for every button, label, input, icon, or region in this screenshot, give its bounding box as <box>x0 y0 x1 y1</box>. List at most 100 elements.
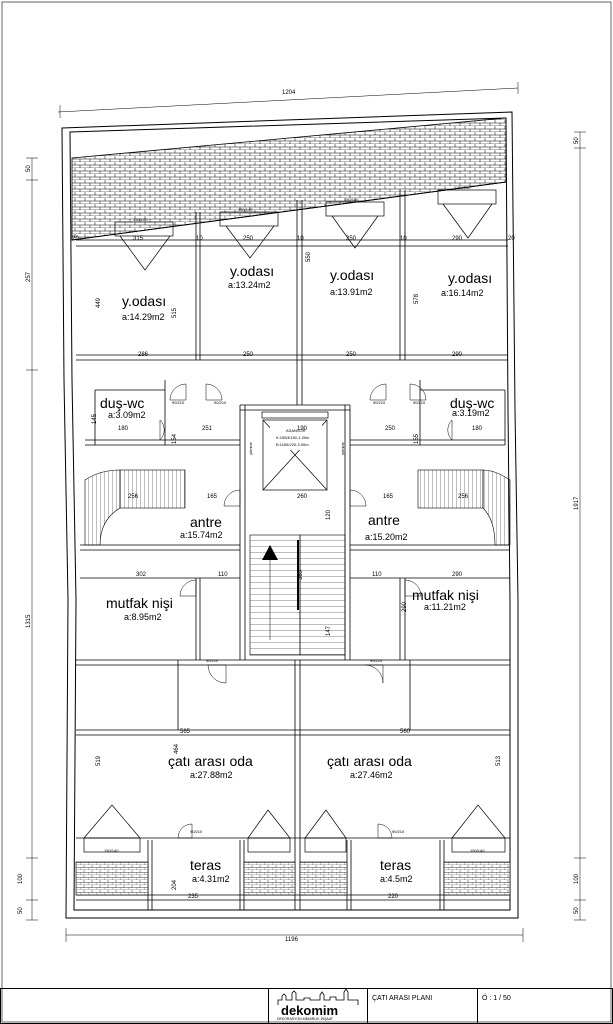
room-area: a:15.20m2 <box>365 532 408 542</box>
dim-label: 369 <box>298 569 304 580</box>
dim-label: 578 <box>414 293 420 304</box>
door-label: 90/210 <box>206 658 219 663</box>
dim-label: 145 <box>92 413 98 424</box>
dormer-windows-top <box>114 189 497 271</box>
logo-subtitle: DEKORASYON MİMARLIK İNŞAAT <box>277 1017 333 1021</box>
dim-label: 180 <box>118 426 129 432</box>
title-block: dekomim DEKORASYON MİMARLIK İNŞAAT ÇATI … <box>0 988 613 1024</box>
room-area: a:4.5m2 <box>380 874 413 884</box>
dim-label: 464 <box>174 743 180 754</box>
shaft-label-right: şömine <box>340 441 345 455</box>
title-block-title-cell: ÇATI ARASI PLANI <box>368 988 478 1024</box>
balcony-brick-mid-left <box>243 861 296 896</box>
room-area: a:15.74m2 <box>180 530 223 540</box>
dim-label: 190 <box>297 426 308 432</box>
dim-label: 250 <box>243 236 254 242</box>
door-label: 90/210 <box>172 400 185 405</box>
scale-label: Ö : 1 / 50 <box>482 995 511 1002</box>
dim-label: 120 <box>326 509 332 520</box>
title-block-left <box>0 988 268 1024</box>
room-name: y.odası <box>230 263 274 279</box>
dim-left-bottom-a: 100 <box>18 873 24 884</box>
dim-label: 10 <box>297 236 304 242</box>
dim-label: 10 <box>400 236 407 242</box>
door-label: 90/210 <box>370 658 383 663</box>
elevator-label-1: ASANSÖR <box>286 428 306 433</box>
room-name: çatı arası oda <box>327 753 412 769</box>
dim-label: 20 <box>72 236 79 242</box>
window-label: 150/140 <box>104 848 119 853</box>
dim-label: 155 <box>414 433 420 444</box>
dim-label: 290 <box>402 601 408 612</box>
room-name: duş-wc <box>450 395 494 411</box>
room-labels: y.odası a:14.29m2 y.odası a:13.24m2 y.od… <box>100 263 494 884</box>
room-name: mutfak nişi <box>412 587 479 603</box>
dim-label: 180 <box>472 426 483 432</box>
central-staircase <box>249 534 346 656</box>
room-name: çatı arası oda <box>168 753 253 769</box>
room-area: a:27.88m2 <box>190 770 233 780</box>
dim-label: 290 <box>452 572 463 578</box>
dim-label: 256 <box>128 494 139 500</box>
dim-label: 550 <box>306 251 312 262</box>
room-name: y.odası <box>122 293 166 309</box>
dim-label: 165 <box>383 494 394 500</box>
room-area: a:13.91m2 <box>330 287 373 297</box>
elevator-label-3: B:1165/220-3.00m <box>276 442 309 447</box>
dim-label: 250 <box>346 236 357 242</box>
outer-walls <box>61 111 519 919</box>
left-stair <box>84 469 186 546</box>
dim-label: 519 <box>96 755 102 766</box>
dim-label: 110 <box>372 572 382 578</box>
door-label: 90/210 <box>214 400 227 405</box>
skyline-logo-icon <box>277 989 359 1005</box>
room-name: antre <box>190 514 222 530</box>
dim-label: 315 <box>133 236 144 242</box>
room-area: a:3.09m2 <box>108 410 146 420</box>
dim-label: 250 <box>385 426 396 432</box>
room-area: a:16.14m2 <box>441 288 484 298</box>
title-block-logo-cell: dekomim DEKORASYON MİMARLIK İNŞAAT <box>268 988 368 1024</box>
dim-label: 302 <box>136 572 147 578</box>
room-name: y.odası <box>330 267 374 283</box>
balcony-brick-left <box>75 861 149 896</box>
door-label: 90/210 <box>392 829 405 834</box>
dim-label: 10 <box>196 236 203 242</box>
dormer-windows-bottom <box>83 804 506 853</box>
room-area: a:13.24m2 <box>228 280 271 290</box>
dim-label: 260 <box>297 494 308 500</box>
balcony-brick-mid-right <box>299 861 348 896</box>
dim-label: 154 <box>172 433 178 444</box>
dim-label: 290 <box>452 236 463 242</box>
roof-tiles-edge <box>71 181 507 241</box>
inner-walls <box>76 190 510 910</box>
title-block-scale-cell: Ö : 1 / 50 <box>478 988 613 1024</box>
dim-label: 256 <box>458 494 469 500</box>
dim-label: 204 <box>172 879 178 890</box>
dimension-lines <box>26 82 586 942</box>
dim-label: 165 <box>207 494 218 500</box>
room-area: a:27.46m2 <box>350 770 393 780</box>
dim-label: 250 <box>346 352 357 358</box>
room-area: a:11.21m2 <box>424 602 466 612</box>
dim-label: 251 <box>202 426 213 432</box>
dim-label: 110 <box>218 572 228 578</box>
dim-label: 565 <box>180 729 191 735</box>
dim-left-upper: 257 <box>26 271 32 282</box>
room-name: antre <box>368 512 400 528</box>
dim-label: 449 <box>96 297 102 308</box>
room-name: mutfak nişi <box>106 595 173 611</box>
elevator-label-2: K:155/K150-1.20m <box>276 435 310 440</box>
dim-label: 20 <box>508 236 515 242</box>
shaft-label-left: şömine <box>248 441 253 455</box>
dim-label: 220 <box>388 894 399 900</box>
dim-bottom: 1196 <box>285 937 299 943</box>
dim-left-bottom-b: 50 <box>18 907 24 914</box>
room-name: duş-wc <box>100 395 144 411</box>
right-stair <box>417 469 511 546</box>
dim-label: 290 <box>452 352 463 358</box>
room-area: a:14.29m2 <box>122 312 165 322</box>
dim-left: 1315 <box>26 614 32 628</box>
logo-text: dekomim <box>281 1003 339 1018</box>
